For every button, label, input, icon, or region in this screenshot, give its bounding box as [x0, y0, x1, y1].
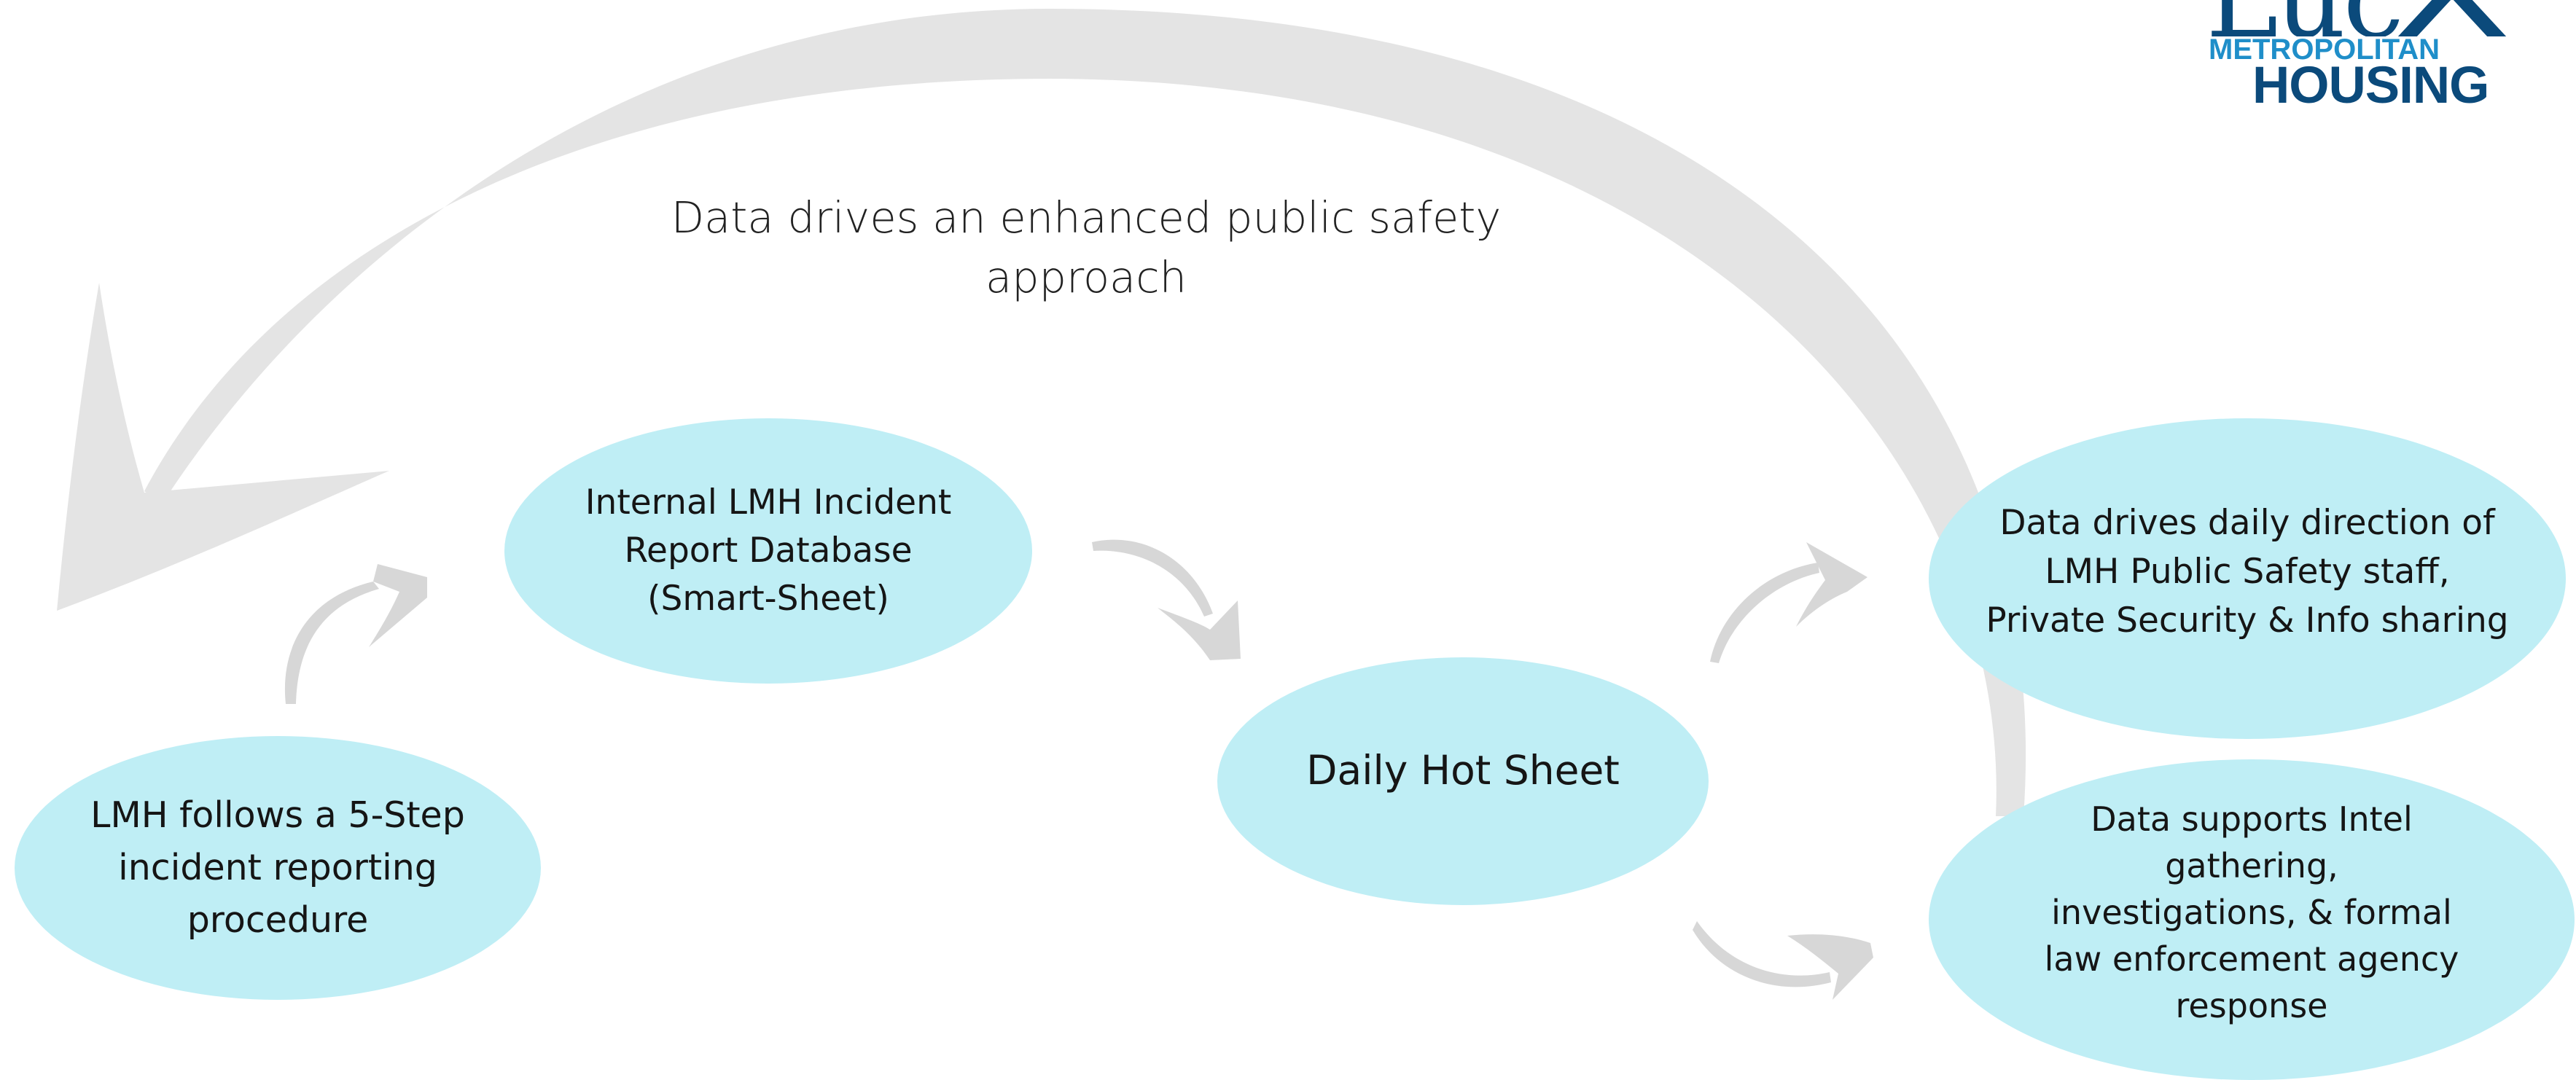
feedback-arrowhead — [57, 283, 389, 611]
roof-icon — [2397, 0, 2507, 36]
arrow-database-to-hotsheet — [1092, 539, 1241, 660]
arrow-hotsheet-to-direction — [1710, 542, 1867, 663]
node-intel-support-label: Data supports Intel gathering, investiga… — [2044, 799, 2459, 1025]
node-daily-direction: Data drives daily direction of LMH Publi… — [1929, 418, 2566, 739]
feedback-arrow-body — [144, 9, 2026, 816]
arrow-hotsheet-to-intel — [1693, 921, 1873, 1000]
feedback-arrow — [57, 9, 2026, 816]
node-daily-hot-sheet: Daily Hot Sheet — [1217, 657, 1709, 905]
logo-housing: HOUSING — [2252, 57, 2489, 114]
headline: Data drives an enhanced public safety ap… — [671, 192, 1502, 302]
node-incident-procedure-label: LMH follows a 5-Step incident reporting … — [90, 794, 465, 941]
arrow-procedure-to-database — [284, 564, 427, 704]
node-incident-database-label: Internal LMH Incident Report Database (S… — [585, 482, 952, 619]
logo-script-mark: Luc — [2201, 0, 2507, 36]
node-daily-direction-label: Data drives daily direction of LMH Publi… — [1986, 502, 2509, 641]
node-incident-procedure: LMH follows a 5-Step incident reporting … — [15, 736, 541, 1000]
lmh-logo: Luc METROPOLITAN HOUSING — [2201, 0, 2507, 117]
node-incident-database: Internal LMH Incident Report Database (S… — [504, 418, 1032, 684]
node-intel-support: Data supports Intel gathering, investiga… — [1929, 759, 2575, 1080]
logo-metropolitan: METROPOLITAN — [2209, 34, 2440, 66]
node-daily-hot-sheet-label: Daily Hot Sheet — [1306, 747, 1620, 794]
